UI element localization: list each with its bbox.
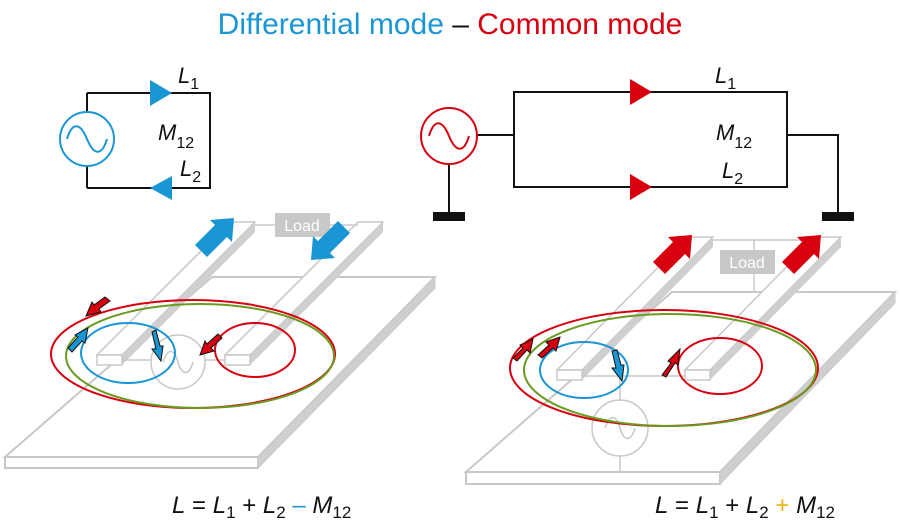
formula-plus-mutual: + [768, 492, 797, 519]
current-arrow-left-icon [150, 176, 172, 200]
formula-m-sub: 12 [816, 503, 836, 522]
differential-loop [80, 322, 176, 384]
ac-source-icon [420, 107, 478, 165]
left-pcb-board: Load [2, 213, 438, 470]
outer-loop [523, 313, 817, 427]
title-separator: – [452, 8, 469, 41]
formula-l2: L [262, 492, 277, 519]
current-arrow-icon [610, 349, 625, 383]
current-arrow-right-icon [150, 80, 172, 106]
current-arrow-out-icon [782, 235, 821, 274]
formula-common: L = L1 + L2 + M12 [655, 492, 835, 523]
ground-icon [433, 212, 465, 221]
formula-l: L [172, 492, 186, 519]
current-arrow-icon [67, 327, 89, 353]
common-circuit: L1 M12 L2 [420, 63, 854, 221]
ac-source-icon [150, 334, 206, 390]
formula-l2: L [745, 492, 760, 519]
formula-minus: – [285, 492, 313, 519]
right-pcb-board: Load [463, 235, 898, 486]
ac-source-icon [59, 111, 115, 167]
current-arrow-in-icon [311, 221, 350, 260]
common-inner-loop [677, 337, 763, 395]
formula-m: M [312, 492, 333, 519]
formula-l1: L [695, 492, 710, 519]
label-l2: L2 [180, 156, 201, 186]
formula-l1: L [212, 492, 227, 519]
current-arrow-out-icon [653, 235, 692, 274]
label-l2: L2 [722, 158, 743, 188]
formula-l2-sub: 2 [276, 503, 286, 522]
outer-loop [65, 303, 335, 409]
load-box [720, 250, 775, 274]
load-box [275, 213, 330, 237]
title-differential-mode: Differential mode [217, 8, 444, 41]
formula-plus: + [235, 492, 263, 519]
formula-equals: = [668, 492, 696, 519]
current-arrow-icon [537, 336, 561, 359]
formula-l1-sub: 1 [709, 503, 719, 522]
label-m12: M12 [716, 120, 752, 152]
title-common-mode: Common mode [477, 8, 683, 41]
load-label: Load [284, 218, 320, 235]
label-m12: M12 [158, 120, 194, 152]
differential-circuit-wire [87, 92, 211, 189]
label-l1: L1 [178, 63, 199, 93]
current-arrow-icon [85, 296, 111, 317]
current-arrow-icon [512, 338, 534, 362]
differential-circuit: L1 M12 L2 [59, 63, 211, 200]
load-label: Load [729, 255, 765, 272]
formula-l1-sub: 1 [226, 503, 236, 522]
formula-l: L [655, 492, 669, 519]
current-arrow-icon [199, 333, 223, 356]
ac-source-icon [591, 399, 649, 457]
current-arrow-right-icon [630, 174, 652, 200]
current-arrow-icon [661, 347, 681, 378]
formula-equals: = [185, 492, 213, 519]
formula-plus: + [718, 492, 746, 519]
current-arrow-icon [151, 329, 164, 363]
label-l1: L1 [715, 63, 736, 93]
common-circuit-wire [513, 91, 788, 188]
formula-m-sub: 12 [332, 503, 352, 522]
formula-differential: L = L1 + L2 – M12 [172, 492, 351, 523]
common-inner-loop [214, 322, 296, 378]
diagram-title: Differential mode – Common mode [0, 8, 900, 42]
formula-l2-sub: 2 [759, 503, 769, 522]
ground-icon [822, 212, 854, 221]
current-arrow-out-icon [195, 218, 234, 257]
differential-loop [539, 341, 629, 399]
formula-m: M [796, 492, 817, 519]
current-arrow-right-icon [630, 79, 652, 105]
